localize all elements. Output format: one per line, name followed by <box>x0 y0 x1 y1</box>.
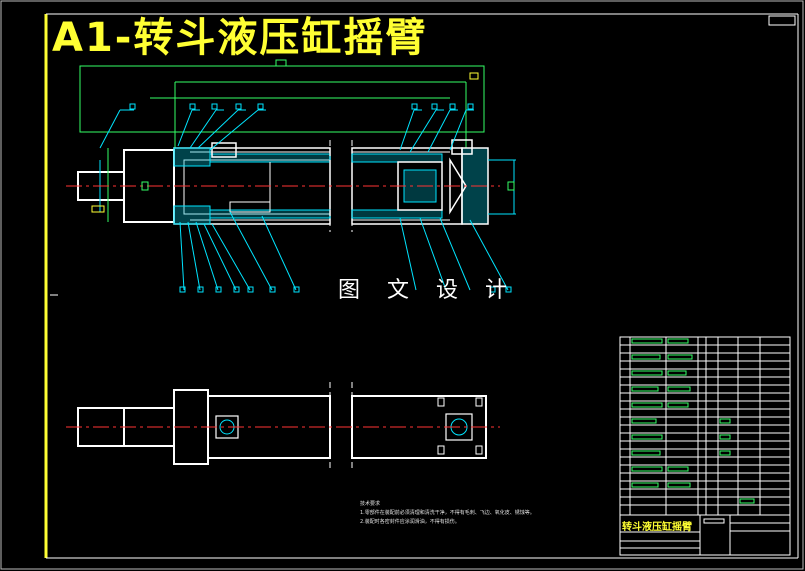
drawing-title: A1-转斗液压缸摇臂 <box>52 15 428 61</box>
notes-heading: 技术要求 <box>360 501 381 507</box>
drawing-frame <box>44 13 799 559</box>
bottom-balloons <box>179 286 512 293</box>
watermark-text: 图 文 设 计 <box>338 278 517 303</box>
top-balloons <box>129 103 474 110</box>
title-block-name: 转斗液压缸摇臂 <box>622 522 692 533</box>
top-leaders <box>99 109 474 153</box>
parts-list-table <box>619 336 791 516</box>
technical-notes: 技术要求 1.零部件在装配前必须清理和清洗干净，不得有毛刺、飞边、氧化皮、锈蚀等… <box>360 500 535 527</box>
title-block <box>619 514 791 556</box>
parts-list-entries <box>631 338 755 504</box>
outline-hole-marks <box>437 397 483 455</box>
section-view <box>66 59 516 232</box>
notes-line-2: 2.装配时各密封件应涂润滑油，不得有损伤。 <box>360 519 460 525</box>
bottom-leaders <box>179 211 509 291</box>
notes-line-1: 1.零部件在装配前必须清理和清洗干净，不得有毛刺、飞边、氧化皮、锈蚀等。 <box>360 510 535 516</box>
outline-view <box>77 382 487 470</box>
